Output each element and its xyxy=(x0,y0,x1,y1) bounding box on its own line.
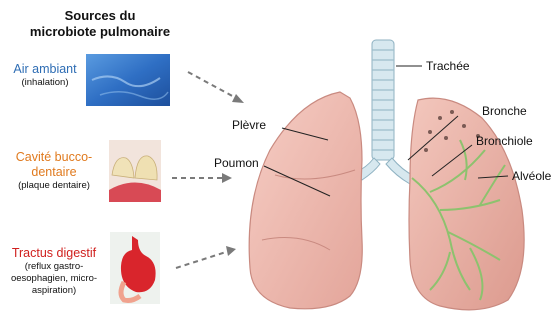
label-alveole: Alvéole xyxy=(512,169,551,183)
source-oral-detail: (plaque dentaire) xyxy=(2,180,106,192)
source-arrows xyxy=(172,72,236,268)
source-digestive-detail-3: aspiration) xyxy=(2,285,106,297)
source-oral-name-2: dentaire xyxy=(2,165,106,180)
label-bronchiole: Bronchiole xyxy=(476,134,533,148)
label-trachee: Trachée xyxy=(426,59,470,73)
source-oral-name-1: Cavité bucco- xyxy=(2,150,106,165)
trachea xyxy=(356,40,414,184)
source-digestive: Tractus digestif (reflux gastro- oesopha… xyxy=(2,246,106,297)
left-lung xyxy=(249,92,362,309)
source-digestive-detail-1: (reflux gastro- xyxy=(2,261,106,273)
source-digestive-detail-2: oesophagien, micro- xyxy=(2,273,106,285)
source-air: Air ambiant (inhalation) xyxy=(4,62,86,89)
diagram-title: Sources du microbiote pulmonaire xyxy=(0,8,200,40)
source-air-detail: (inhalation) xyxy=(4,77,86,89)
label-bronche: Bronche xyxy=(482,104,527,118)
source-oral: Cavité bucco- dentaire (plaque dentaire) xyxy=(2,150,106,192)
title-line-1: Sources du xyxy=(0,8,200,24)
sky-icon xyxy=(86,54,170,106)
source-digestive-name: Tractus digestif xyxy=(2,246,106,261)
stomach-icon xyxy=(110,232,160,304)
teeth-icon xyxy=(109,140,161,202)
label-plevre: Plèvre xyxy=(232,118,266,132)
label-poumon: Poumon xyxy=(214,156,259,170)
title-line-2: microbiote pulmonaire xyxy=(0,24,200,40)
source-air-name: Air ambiant xyxy=(4,62,86,77)
right-lung xyxy=(409,98,524,310)
